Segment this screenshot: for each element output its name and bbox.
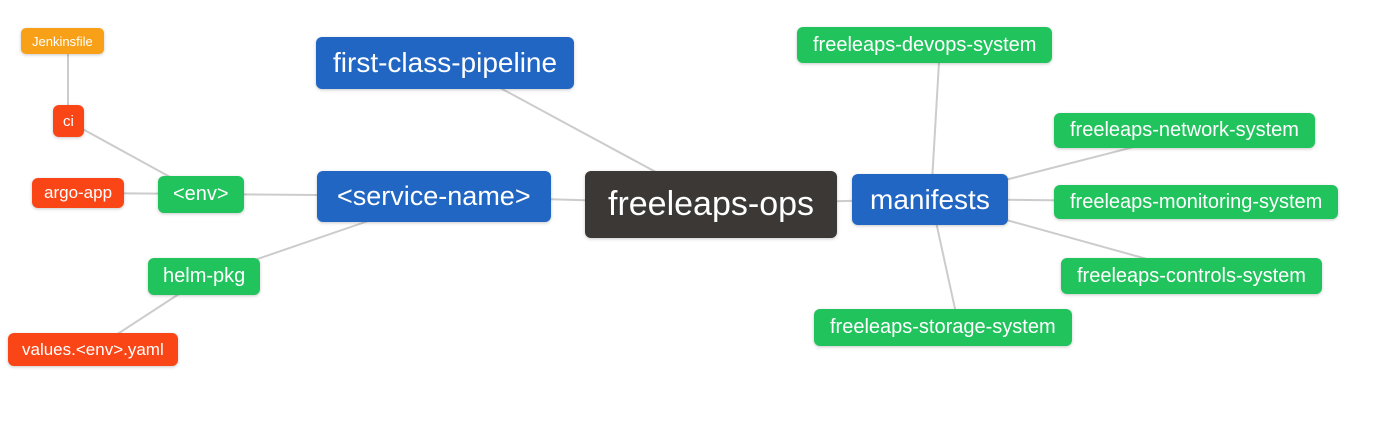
node-jenkinsfile[interactable]: Jenkinsfile — [21, 28, 104, 54]
node-freeleaps-ops[interactable]: freeleaps-ops — [585, 171, 838, 238]
node-controls-system[interactable]: freeleaps-controls-system — [1061, 258, 1322, 294]
node-monitoring-system[interactable]: freeleaps-monitoring-system — [1054, 185, 1339, 219]
node-network-system[interactable]: freeleaps-network-system — [1054, 113, 1315, 148]
node-storage-system[interactable]: freeleaps-storage-system — [814, 309, 1072, 346]
node-argo-app[interactable]: argo-app — [32, 178, 125, 208]
edge-manifests-devops — [930, 44, 941, 200]
node-env[interactable]: <env> — [158, 176, 244, 213]
node-devops-system[interactable]: freeleaps-devops-system — [797, 27, 1053, 63]
node-values-env-yaml[interactable]: values.<env>.yaml — [8, 333, 178, 366]
node-first-class-pipeline[interactable]: first-class-pipeline — [316, 37, 575, 89]
node-helm-pkg[interactable]: helm-pkg — [148, 258, 261, 295]
node-ci[interactable]: ci — [53, 105, 84, 137]
node-service-name[interactable]: <service-name> — [317, 171, 551, 222]
node-manifests[interactable]: manifests — [852, 174, 1008, 225]
